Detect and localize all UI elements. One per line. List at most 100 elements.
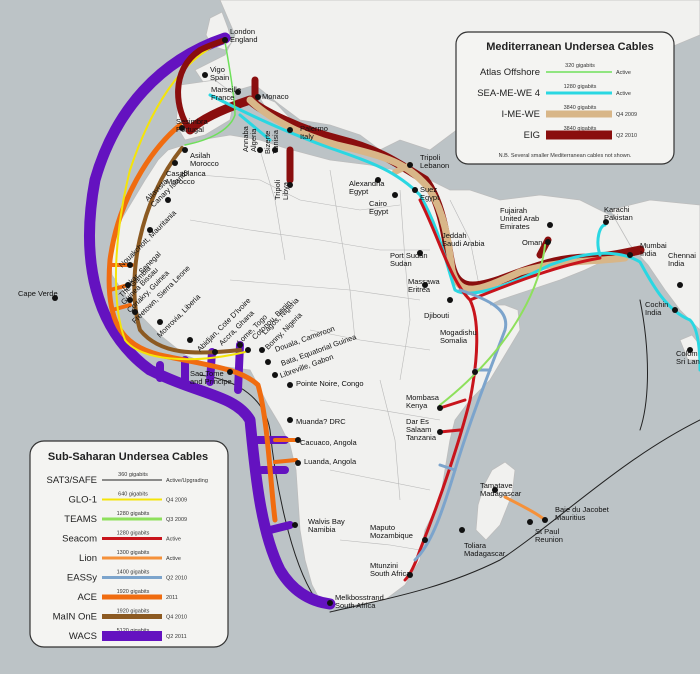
cable-teams — [439, 244, 546, 406]
legend-row-capacity: 320 gigabits — [565, 63, 595, 69]
legend-box — [455, 31, 675, 165]
cable-eassy-b2 — [438, 463, 457, 472]
legend-row-capacity: 1920 gigabits — [117, 589, 150, 595]
place-label-line: Saudi Arabia — [442, 239, 485, 248]
legend-row-name: EASSy — [67, 573, 97, 584]
legend-row-status: Active — [616, 91, 631, 97]
cable-atlas — [184, 41, 236, 146]
place-label-line: Cacuaco, Angola — [300, 438, 358, 447]
legend-row-capacity: 1400 gigabits — [117, 570, 150, 576]
place-label-line: Djibouti — [424, 311, 449, 320]
place-label-line: Maputo — [370, 523, 395, 532]
place-label-line: Portugal — [176, 125, 204, 134]
place-label-line: Tripoli — [420, 153, 440, 162]
legend-row-name: Lion — [79, 553, 97, 564]
place-label-line: Mombasa — [406, 393, 440, 402]
place-label-line: Algeria — [249, 128, 258, 152]
place-label-line: Suez — [420, 185, 437, 194]
place-label-line: Mumbai — [640, 241, 667, 250]
place-label-line: Sesimbra — [176, 117, 209, 126]
place-label-line: Namibia — [308, 525, 336, 534]
cable-mainone — [132, 146, 242, 355]
place-label-line: St Paul — [535, 527, 560, 536]
legend-row-name: I-ME-WE — [501, 109, 540, 120]
place-label-line: Colom — [676, 349, 698, 358]
place-label-line: Egypt — [420, 193, 440, 202]
cable-eig-london — [175, 37, 228, 133]
place-label-line: Dar Es — [406, 417, 429, 426]
legend-row-capacity: 1280 gigabits — [117, 511, 150, 517]
legend-title: Sub-Saharan Undersea Cables — [48, 451, 208, 463]
place-label-line: Toliara — [464, 541, 487, 550]
legend-row-capacity: 1280 gigabits — [564, 84, 597, 90]
place-label-line: Asilah — [190, 151, 210, 160]
place-label-line: Chennai — [668, 251, 696, 260]
place-label: Pointe Noire, Congo — [296, 379, 364, 388]
place-label-line: Karachi — [604, 205, 630, 214]
place-label-line: Oman — [522, 238, 542, 247]
legend-box — [29, 440, 229, 648]
place-label-line: South Africa — [335, 601, 376, 610]
cable-ace — [106, 122, 278, 523]
place-label-line: United Arab — [500, 214, 539, 223]
place-label: Muanda? DRC — [296, 417, 346, 426]
place-label-line: India — [640, 249, 657, 258]
place-label-line: Egypt — [349, 187, 369, 196]
place-label: Luanda, Angola — [304, 457, 357, 466]
legend-row-name: EIG — [524, 130, 540, 141]
cable-ace-b2 — [108, 283, 130, 292]
cable-lion — [503, 495, 547, 522]
place-label-line: Walvis Bay — [308, 517, 345, 526]
cables — [84, 32, 700, 613]
cable-eassy — [413, 288, 508, 562]
legend-row-capacity: 360 gigabits — [118, 472, 148, 478]
place-label-line: Morocco — [190, 159, 219, 168]
place-label-line: Cairo — [369, 199, 387, 208]
place-label-line: Luanda, Angola — [304, 457, 357, 466]
legend-row-status: Active/Upgrading — [166, 478, 208, 484]
legend-row-name: SEA-ME-WE 4 — [477, 88, 540, 99]
place-label-line: Mozambique — [370, 531, 413, 540]
place-label-line: Annaba — [241, 125, 250, 152]
cable-wacs — [84, 32, 336, 610]
place-label-line: Marseille — [211, 85, 241, 94]
place-label-line: Libya — [281, 181, 290, 200]
cable-seacom-b1 — [438, 398, 467, 410]
place-label-line: India — [668, 259, 685, 268]
cable-seamewe4-b2 — [238, 113, 272, 142]
place-label-line: Madagascar — [464, 549, 506, 558]
place-label-line: Sao Tome — [190, 369, 224, 378]
cable-imewe — [246, 96, 629, 293]
place-label-line: Baie du Jacobet — [555, 505, 610, 514]
place-label-line: Massawa — [408, 277, 441, 286]
place-label-line: Salaam — [406, 425, 431, 434]
legend-row-name: WACS — [69, 631, 97, 642]
place-label-line: Egypt — [369, 207, 389, 216]
legend-row-capacity: 3840 gigabits — [564, 105, 597, 111]
place-label-line: and Principe — [190, 377, 232, 386]
legend-row-capacity: 1280 gigabits — [117, 531, 150, 537]
place-label-line: London — [230, 27, 255, 36]
place-label-line: Eritrea — [408, 285, 431, 294]
place-label-line: Vigo — [210, 65, 225, 74]
legend-row-name: SAT3/SAFE — [46, 475, 97, 486]
landing-points — [52, 37, 693, 606]
